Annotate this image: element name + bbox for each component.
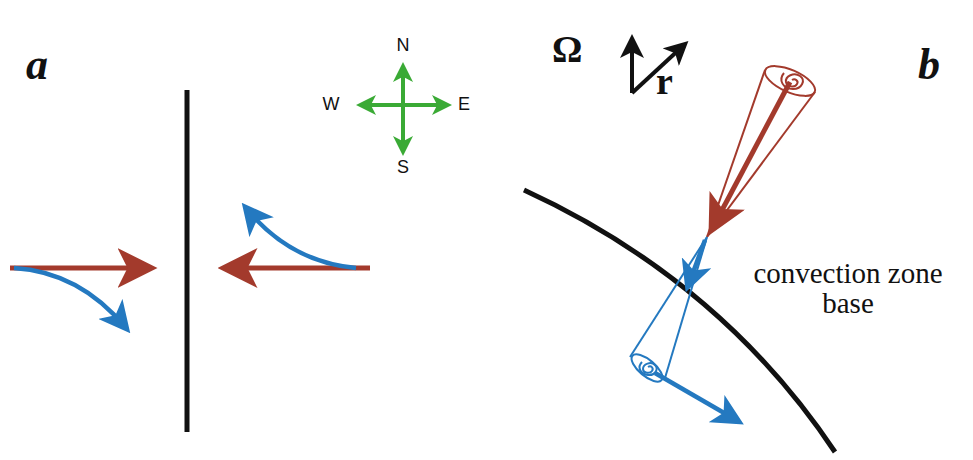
panel-letter: b [918,42,940,88]
compass-label: N [397,36,410,55]
panel-letter: a [26,42,48,88]
compass-label: E [458,95,470,114]
deflected-arrow [14,268,126,328]
region-label: convection zone base [748,258,948,319]
boundary-line [185,90,190,432]
convection-zone-base [524,190,835,452]
compass [360,66,448,152]
blue-cone [627,237,738,421]
compass-label: W [323,95,340,114]
axis-label: r [656,62,673,102]
axis-label: Ω [552,30,582,70]
compass-label: S [397,158,409,177]
red-cone [707,60,819,237]
deflected-arrow [246,208,356,268]
